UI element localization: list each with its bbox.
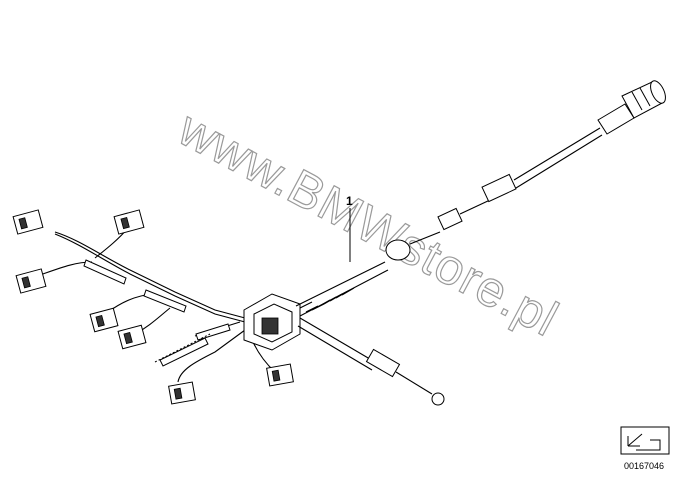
connector-c (15, 268, 47, 294)
connector-g (266, 363, 294, 387)
connector-f (168, 381, 196, 405)
image-number-badge: 00167046 (620, 426, 670, 471)
upper-cable-run (385, 127, 603, 261)
harness-branches (39, 227, 276, 383)
main-plug (597, 80, 666, 135)
image-number: 00167046 (624, 461, 664, 471)
ground-cable (297, 317, 445, 406)
corrugated-sleeve (295, 261, 389, 317)
tape-sleeves (83, 259, 231, 367)
connector-d (89, 307, 119, 333)
part-number-label: 1 (346, 194, 353, 208)
connector-b (113, 209, 145, 235)
cable-tie (154, 333, 211, 363)
grommet (243, 293, 301, 351)
arrow-icon (627, 433, 661, 451)
connector-a (12, 209, 44, 235)
watermark-text: www.BMWstore.pl (169, 100, 568, 347)
connector-e (117, 324, 147, 350)
